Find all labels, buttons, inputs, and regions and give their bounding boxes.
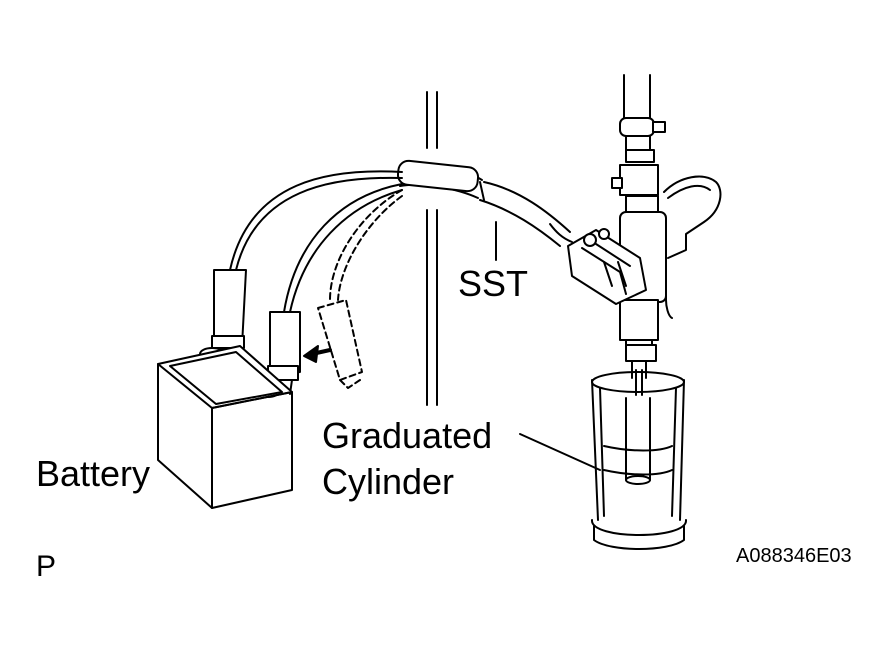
figure-code: A088346E03 <box>736 545 852 567</box>
clip-move-ghost <box>317 299 363 389</box>
graduated-cylinder-label-line1: Graduated <box>322 415 493 456</box>
sst-cable <box>396 159 571 247</box>
fuel-injector <box>611 164 667 396</box>
leader-lines <box>495 221 601 471</box>
view-letter: P <box>36 550 57 583</box>
frame-divider-line <box>426 91 438 406</box>
fuel-hose <box>619 74 666 163</box>
sst-label: SST <box>458 263 529 304</box>
graduated-cylinder-label-line2: Cylinder <box>322 461 455 502</box>
sst-clamp <box>663 175 722 319</box>
battery-lead-wires <box>229 170 403 313</box>
sst-connector <box>549 223 647 305</box>
graduated-cylinder <box>590 371 688 550</box>
battery-label: Battery <box>36 453 151 494</box>
direction-arrow-icon <box>303 345 332 363</box>
battery <box>157 345 293 509</box>
